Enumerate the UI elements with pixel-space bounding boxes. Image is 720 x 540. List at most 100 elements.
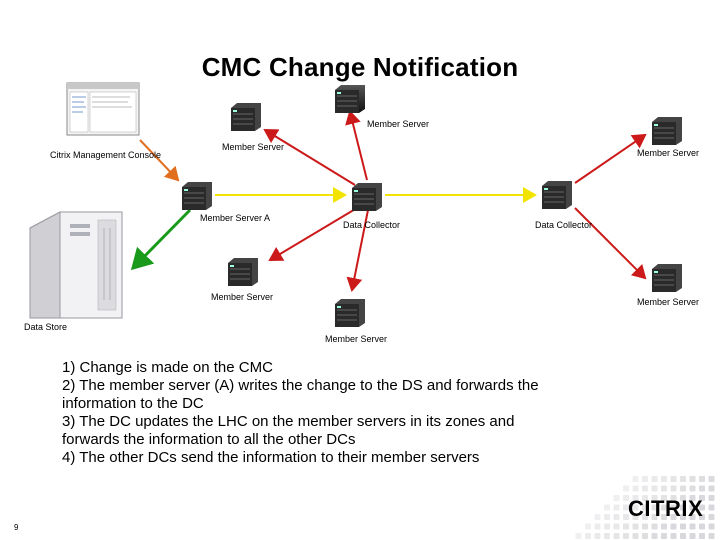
label-member-server-right-top: Member Server: [637, 148, 700, 158]
dot: [670, 485, 677, 492]
steps-list: 1) Change is made on the CMC 2) The memb…: [62, 359, 662, 467]
dot: [604, 533, 610, 539]
dot: [661, 495, 667, 501]
dot: [642, 476, 648, 482]
dot: [708, 476, 715, 482]
dot: [689, 476, 696, 482]
label-member-server-top: Member Server: [367, 119, 430, 129]
dot: [670, 476, 677, 482]
dot: [623, 504, 629, 511]
dot: [661, 533, 667, 539]
page-title: CMC Change Notification: [201, 52, 519, 82]
dot: [632, 523, 639, 530]
dot: [661, 523, 667, 530]
dot: [689, 495, 696, 501]
dot: [670, 495, 677, 501]
dot: [708, 533, 715, 539]
dot: [594, 514, 601, 520]
arrow-dc1-left-server: [263, 128, 356, 186]
dot: [699, 476, 705, 482]
label-data-store: Data Store: [24, 322, 68, 332]
dot: [651, 504, 658, 511]
label-citrix-console: Citrix Management Console: [50, 150, 162, 160]
dot: [623, 485, 629, 492]
label-data-collector-2: Data Collector: [535, 220, 593, 230]
dot: [699, 533, 705, 539]
dot: [642, 504, 648, 511]
step-item: information to the DC: [62, 395, 204, 412]
dot: [680, 485, 686, 492]
dot: [594, 533, 601, 539]
step-item: 4) The other DCs send the information to…: [62, 449, 480, 466]
dot: [689, 485, 696, 492]
label-member-server-lower-left: Member Server: [211, 292, 274, 302]
dot: [613, 495, 620, 501]
dot: [708, 514, 715, 520]
dot: [661, 504, 667, 511]
dot: [642, 514, 648, 520]
server-icon-top: [335, 85, 365, 113]
dot: [613, 533, 620, 539]
label-member-server-lower-right: Member Server: [637, 297, 700, 307]
dot: [670, 523, 677, 530]
dot: [680, 495, 686, 501]
dot: [680, 504, 686, 511]
server-icon-member-a: [182, 182, 212, 210]
server-icon-left: [231, 103, 261, 131]
label-member-server-bottom: Member Server: [325, 334, 388, 344]
dot: [708, 504, 715, 511]
dot: [604, 523, 610, 530]
dot: [670, 533, 677, 539]
arrow-dc1-lower-left-server: [268, 207, 358, 262]
label-member-server-a: Member Server A: [200, 213, 271, 223]
dot: [651, 495, 658, 501]
dot: [699, 495, 705, 501]
dot: [642, 495, 648, 501]
server-icon-data-collector-1: [352, 183, 382, 211]
dot: [699, 485, 705, 492]
dot: [632, 476, 639, 482]
dot: [642, 533, 648, 539]
arrow-cmc-msa: [139, 139, 180, 182]
dot: [708, 495, 715, 501]
server-icon-bottom: [335, 299, 365, 327]
dot: [670, 504, 677, 511]
dot: [680, 533, 686, 539]
dot: [680, 476, 686, 482]
dot: [670, 514, 677, 520]
dot: [632, 533, 639, 539]
label-member-server-left: Member Server: [222, 142, 285, 152]
dot: [680, 523, 686, 530]
arrow-dc1-bottom-server: [346, 209, 369, 292]
dot: [699, 504, 705, 511]
dot: [632, 504, 639, 511]
step-item: 3) The DC updates the LHC on the member …: [62, 413, 515, 430]
dot: [623, 514, 629, 520]
console-window-icon: [66, 82, 140, 136]
dot: [585, 523, 591, 530]
dot: [661, 476, 667, 482]
dot: [689, 523, 696, 530]
dot: [708, 485, 715, 492]
dot: [689, 504, 696, 511]
dot: [699, 514, 705, 520]
dot: [632, 485, 639, 492]
dot: [585, 533, 591, 539]
server-icon-right-top: [652, 117, 682, 145]
dot: [613, 504, 620, 511]
step-item: 2) The member server (A) writes the chan…: [62, 377, 539, 394]
dot: [680, 514, 686, 520]
arrow-dc1-top-server: [345, 110, 368, 181]
page-number: 9: [14, 523, 19, 532]
dot: [604, 504, 610, 511]
server-icon-lower-right: [652, 264, 682, 292]
dot-pattern: [575, 476, 715, 539]
arrow-dc2-lower-right-server: [574, 207, 647, 280]
step-item: forwards the information to all the othe…: [62, 431, 356, 448]
server-icon-data-collector-2: [542, 181, 572, 209]
citrix-logo: CITRIX: [628, 496, 704, 521]
arrow-msa-datastore: [130, 208, 192, 271]
dot: [699, 523, 705, 530]
dot: [689, 514, 696, 520]
